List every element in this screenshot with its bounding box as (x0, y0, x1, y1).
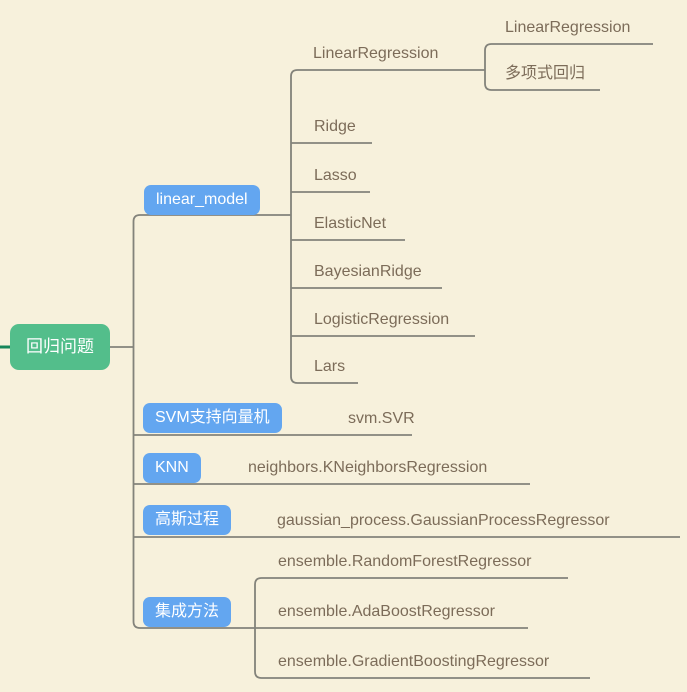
topic-linearregression-group[interactable]: LinearRegression (313, 45, 439, 62)
topic-linearregression[interactable]: LinearRegression (505, 19, 631, 36)
topic-bayesianridge[interactable]: BayesianRidge (314, 263, 422, 280)
topic-polynomial-regression[interactable]: 多项式回归 (505, 65, 586, 82)
branch-topic-linear-model[interactable]: linear_model (144, 185, 260, 215)
branch-topic-svm[interactable]: SVM支持向量机 (143, 403, 282, 433)
topic-adaboost-regressor[interactable]: ensemble.AdaBoostRegressor (278, 603, 496, 620)
topic-elasticnet[interactable]: ElasticNet (314, 215, 387, 232)
branch-topic-ensemble[interactable]: 集成方法 (143, 597, 232, 627)
topic-lars[interactable]: Lars (314, 358, 346, 375)
root-topic[interactable]: 回归问题 (10, 324, 110, 370)
topic-randomforest-regressor[interactable]: ensemble.RandomForestRegressor (278, 553, 532, 570)
topic-gaussian-process-regressor[interactable]: gaussian_process.GaussianProcessRegresso… (277, 512, 610, 529)
topic-logisticregression[interactable]: LogisticRegression (314, 311, 450, 328)
branch-topic-knn[interactable]: KNN (143, 453, 201, 483)
topic-lasso[interactable]: Lasso (314, 167, 357, 184)
topic-gradientboosting-regressor[interactable]: ensemble.GradientBoostingRegressor (278, 653, 550, 670)
topic-ridge[interactable]: Ridge (314, 118, 356, 135)
topic-svm-svr[interactable]: svm.SVR (348, 410, 415, 427)
branch-topic-gaussian-process[interactable]: 高斯过程 (143, 505, 232, 535)
topic-kneighbors-regression[interactable]: neighbors.KNeighborsRegression (248, 459, 488, 476)
